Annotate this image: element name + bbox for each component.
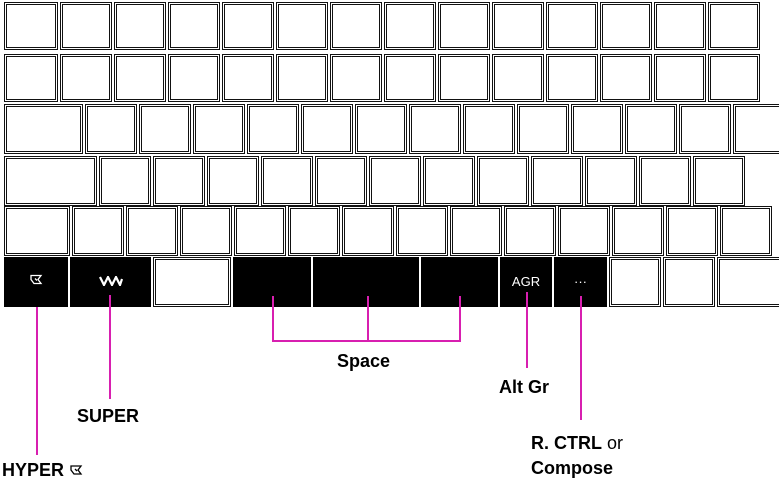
keycap [180, 206, 232, 256]
keycap [558, 206, 610, 256]
rctrl-legend: ··· [574, 274, 587, 289]
keycap [234, 206, 286, 256]
keycap [571, 104, 623, 154]
keycap [492, 54, 544, 102]
keycap [546, 54, 598, 102]
keycap [301, 104, 353, 154]
keycap [168, 54, 220, 102]
keycap [330, 2, 382, 50]
keycap [654, 2, 706, 50]
keycap [330, 54, 382, 102]
keycap [139, 104, 191, 154]
keycap [114, 2, 166, 50]
altgr-legend: AGR [511, 274, 541, 289]
keycap [222, 54, 274, 102]
keycap [654, 54, 706, 102]
hyper-key [4, 257, 68, 307]
keycap [85, 104, 137, 154]
keycap [72, 206, 124, 256]
keycap [438, 2, 490, 50]
keycap [276, 54, 328, 102]
super-label: SUPER [77, 406, 140, 426]
keycap [663, 257, 715, 307]
keycap [531, 156, 583, 206]
keycap [477, 156, 529, 206]
keycap [99, 156, 151, 206]
keycap [423, 156, 475, 206]
space-callout-mid [367, 296, 369, 341]
space-callout-bracket [272, 340, 461, 342]
keycap [600, 2, 652, 50]
keycap [409, 104, 461, 154]
keycap [153, 257, 231, 307]
keycap [288, 206, 340, 256]
keycap [193, 104, 245, 154]
keycap [609, 257, 661, 307]
space-callout-left [272, 296, 274, 341]
keycap [153, 156, 205, 206]
keycap [369, 156, 421, 206]
keycap [625, 104, 677, 154]
keycap [639, 156, 691, 206]
keycap [733, 104, 779, 154]
keycap [342, 206, 394, 256]
hyper-label-icon [69, 460, 83, 482]
keycap [463, 104, 515, 154]
keycap [708, 2, 760, 50]
space-callout-right [459, 296, 461, 341]
keycap [355, 104, 407, 154]
keycap [4, 54, 58, 102]
keycap [717, 257, 779, 307]
keycap [384, 2, 436, 50]
keycap [60, 54, 112, 102]
space-label: Space [337, 351, 391, 371]
keycap [276, 2, 328, 50]
keycap [679, 104, 731, 154]
keycap [666, 206, 718, 256]
hyper-label: HYPER [2, 459, 83, 482]
keycap [114, 54, 166, 102]
keycap [315, 156, 367, 206]
keycap [126, 206, 178, 256]
keycap [4, 104, 83, 154]
keycap [247, 104, 299, 154]
altgr-label: Alt Gr [499, 377, 550, 397]
hyper-symbol-icon [29, 273, 43, 292]
space-key-segment [313, 257, 419, 307]
rctrl-label: R. CTRL or [531, 433, 624, 453]
compose-label: Compose [531, 458, 614, 478]
super-logo-icon [98, 273, 123, 291]
keycap [693, 156, 745, 206]
keycap [492, 2, 544, 50]
keycap [384, 54, 436, 102]
keycap [585, 156, 637, 206]
keycap [708, 54, 760, 102]
keycap [450, 206, 502, 256]
keycap [222, 2, 274, 50]
keycap [720, 206, 772, 256]
keycap [207, 156, 259, 206]
hyper-callout-line [36, 307, 38, 455]
keycap [517, 104, 569, 154]
keycap [4, 156, 97, 206]
keycap [612, 206, 664, 256]
keycap [600, 54, 652, 102]
keycap [261, 156, 313, 206]
rctrl-callout-line [580, 296, 582, 420]
keycap [168, 2, 220, 50]
keycap [60, 2, 112, 50]
super-callout-line [109, 295, 111, 399]
keycap [504, 206, 556, 256]
keycap [4, 206, 70, 256]
keycap [438, 54, 490, 102]
keycap [4, 2, 58, 50]
keycap [396, 206, 448, 256]
keycap [546, 2, 598, 50]
altgr-callout-line [526, 292, 528, 368]
